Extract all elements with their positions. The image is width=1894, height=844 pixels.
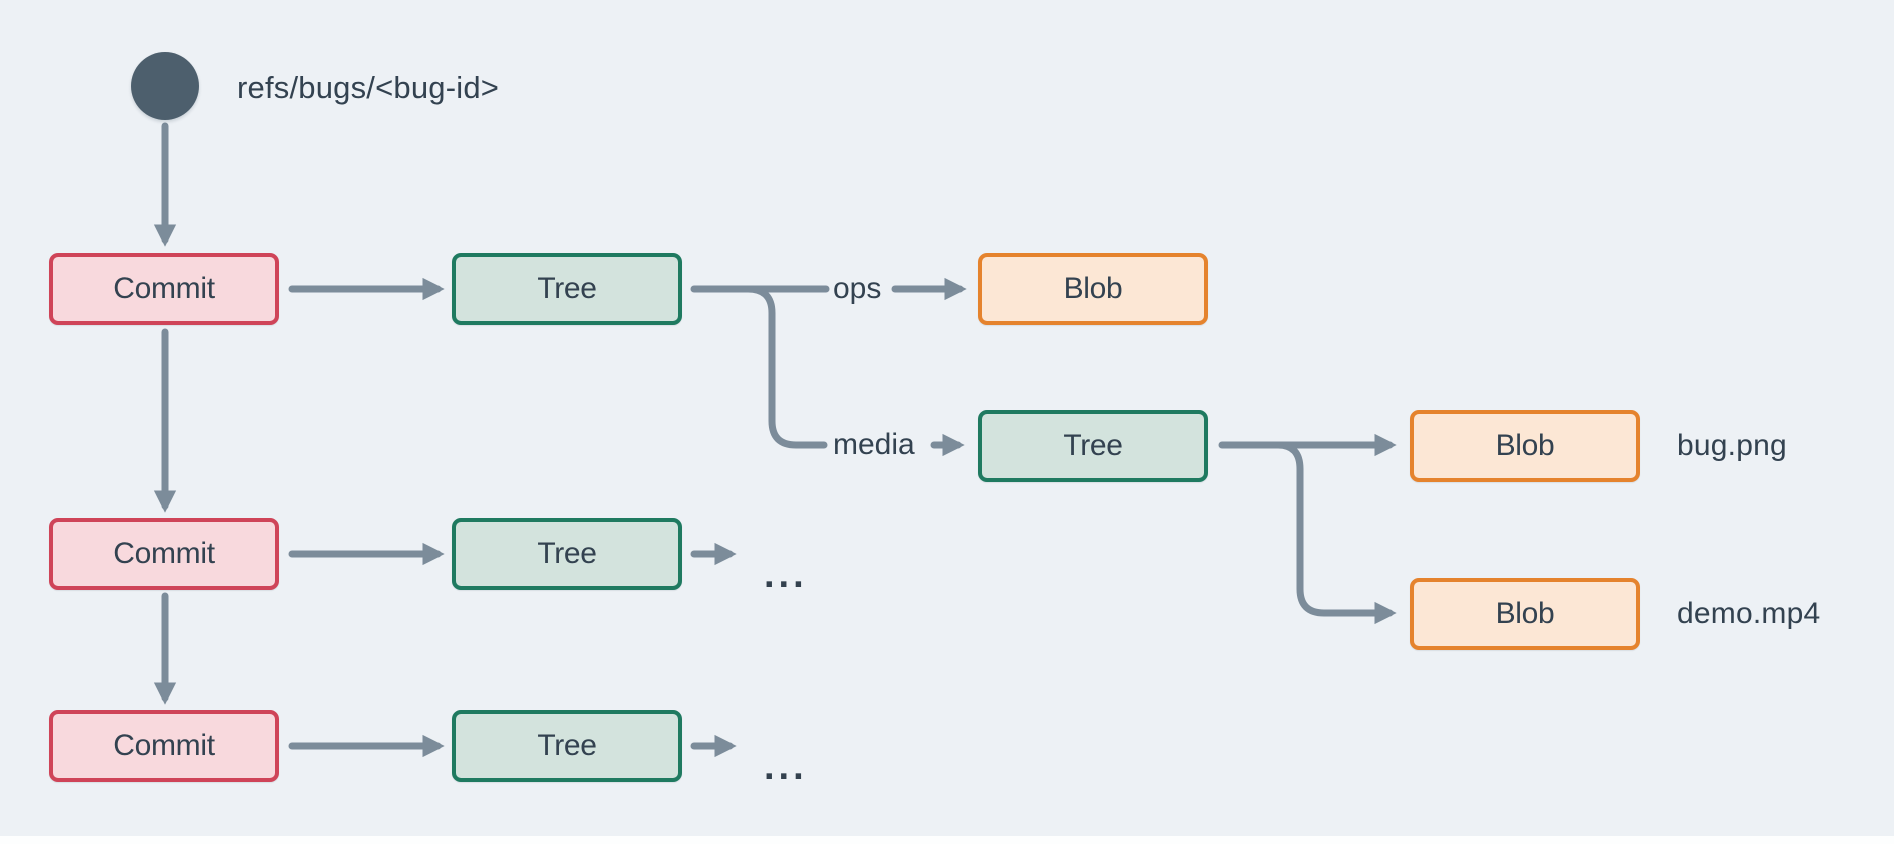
file-label-bug-png: bug.png <box>1677 429 1787 462</box>
commit-node-row3: Commit <box>49 710 279 782</box>
blob-node-ops: Blob <box>978 253 1208 325</box>
ref-label: refs/bugs/<bug-id> <box>237 70 500 105</box>
tree-node-row1: Tree <box>452 253 682 325</box>
ref-node-circle <box>131 52 199 120</box>
blob-node-demo-mp4: Blob <box>1410 578 1640 650</box>
file-label-demo-mp4: demo.mp4 <box>1677 597 1821 630</box>
bottom-strip <box>0 836 1894 844</box>
tree-node-row2: Tree <box>452 518 682 590</box>
edge-label-media: media <box>833 428 915 461</box>
ellipsis-row3: ... <box>764 746 808 788</box>
blob-node-bug-png: Blob <box>1410 410 1640 482</box>
tree-node-row3: Tree <box>452 710 682 782</box>
ellipsis-row2: ... <box>764 554 808 596</box>
arrow-mediatree-to-demoblob <box>1274 441 1397 625</box>
edge-label-ops: ops <box>833 272 882 305</box>
tree-node-media: Tree <box>978 410 1208 482</box>
commit-node-row1: Commit <box>49 253 279 325</box>
commit-node-row2: Commit <box>49 518 279 590</box>
line-branch-to-media-label <box>744 285 828 449</box>
